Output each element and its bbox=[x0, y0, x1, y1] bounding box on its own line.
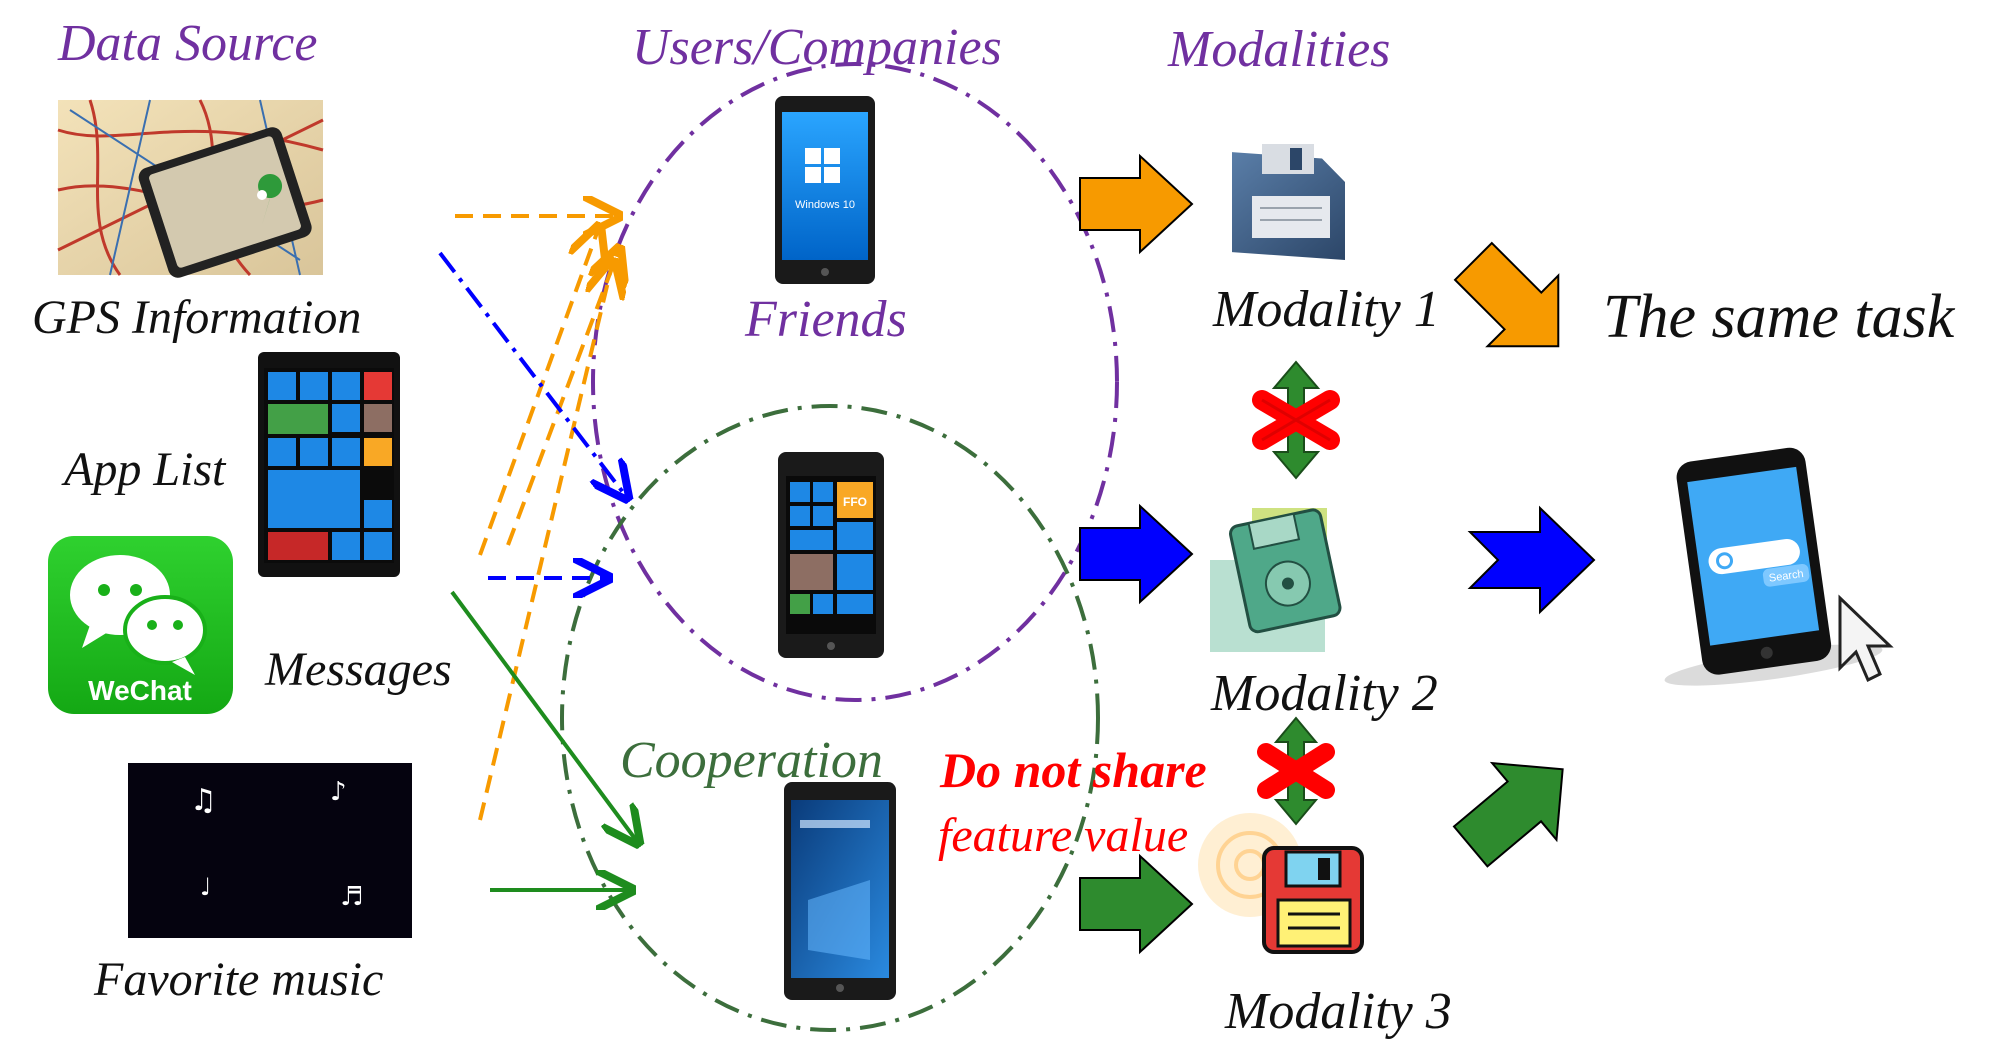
friends-group-ellipse bbox=[591, 62, 1119, 702]
task-phone-search-text: Search bbox=[1768, 568, 1804, 585]
modality1-to-task-arrow bbox=[1453, 241, 1560, 348]
modality3-to-task-arrow bbox=[1452, 761, 1564, 868]
modality-1-label: Modality 1 bbox=[1213, 281, 1440, 338]
modality-1-floppy-icon bbox=[1232, 144, 1345, 261]
modality-3-label: Modality 3 bbox=[1225, 983, 1452, 1040]
svg-text:♪: ♪ bbox=[330, 777, 347, 807]
orange-arrows bbox=[455, 216, 618, 821]
cursor-icon bbox=[1838, 594, 1894, 683]
no-share-marker-1-2 bbox=[1252, 360, 1340, 480]
orange-arrow-3 bbox=[506, 252, 618, 546]
friends-phone-screen-text: Windows 10 bbox=[795, 199, 855, 211]
data-source-header: Data Source bbox=[58, 15, 318, 72]
modality2-to-task-arrow bbox=[1467, 505, 1596, 615]
do-not-share-label: Do not share bbox=[940, 742, 1207, 798]
friends-phone: Windows 10 bbox=[775, 96, 875, 284]
modalities-header: Modalities bbox=[1168, 21, 1391, 78]
gps-map-image bbox=[57, 99, 324, 278]
music-image: ♫ ♪ ♩ ♬ bbox=[128, 763, 412, 938]
messages-label: Messages bbox=[265, 643, 452, 696]
modality-3-save-icon bbox=[1198, 813, 1364, 954]
blue-arrows bbox=[438, 251, 625, 578]
no-share-marker-2-3 bbox=[1257, 716, 1335, 826]
users-companies-header: Users/Companies bbox=[632, 19, 1002, 76]
svg-text:♫: ♫ bbox=[190, 783, 217, 818]
app-list-phone-image bbox=[258, 352, 400, 577]
wechat-logo-text: WeChat bbox=[88, 675, 192, 706]
center-phone: FFO bbox=[778, 452, 884, 658]
orange-arrow-2 bbox=[478, 230, 598, 556]
modality-2-disk-icon bbox=[1210, 508, 1342, 652]
svg-text:♬: ♬ bbox=[340, 882, 363, 912]
cooperation-label: Cooperation bbox=[620, 732, 883, 789]
cooperation-group-ellipse bbox=[560, 404, 1100, 1032]
app-list-label: App List bbox=[64, 443, 226, 496]
task-phone-icon: Search bbox=[1664, 447, 1883, 686]
favorite-music-label: Favorite music bbox=[94, 953, 384, 1006]
center-to-modality2-arrow bbox=[1079, 503, 1194, 605]
wechat-logo: WeChat bbox=[48, 536, 233, 714]
green-arrow-1 bbox=[450, 590, 636, 840]
cooperation-to-modality3-arrow bbox=[1079, 853, 1194, 955]
orange-arrow-4 bbox=[478, 265, 612, 821]
feature-value-label: feature value bbox=[938, 809, 1189, 862]
green-arrows bbox=[450, 590, 636, 890]
modality-2-label: Modality 2 bbox=[1211, 665, 1438, 722]
friends-to-modality1-arrow bbox=[1079, 153, 1194, 255]
center-phone-tile-text: FFO bbox=[843, 495, 867, 509]
gps-information-label: GPS Information bbox=[32, 291, 362, 344]
cooperation-phone bbox=[784, 782, 896, 1000]
svg-text:♩: ♩ bbox=[200, 873, 211, 901]
same-task-label: The same task bbox=[1603, 283, 1955, 351]
blue-arrow-1 bbox=[438, 251, 625, 495]
friends-label: Friends bbox=[745, 291, 907, 348]
